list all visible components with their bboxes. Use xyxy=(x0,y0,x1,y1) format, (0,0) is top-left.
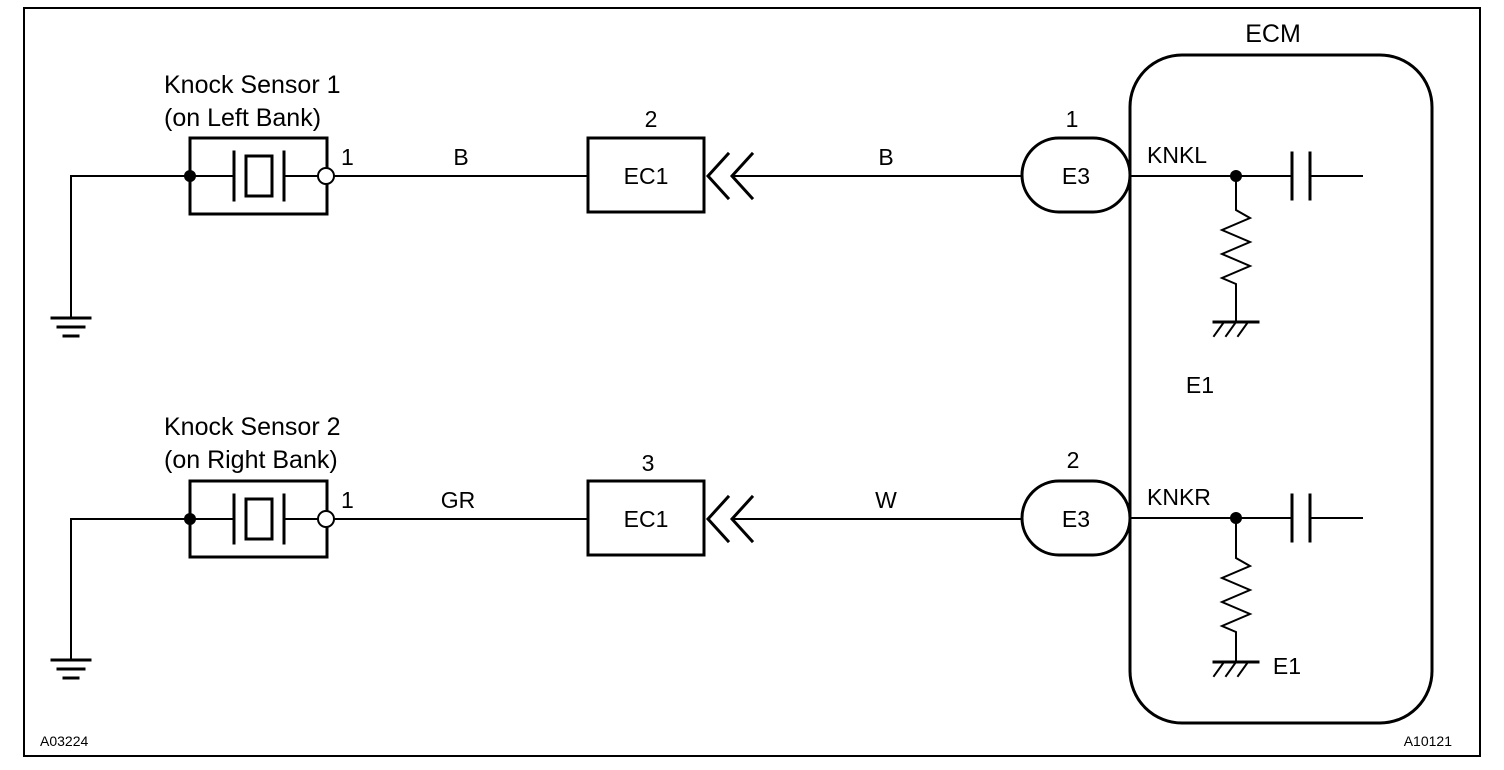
chassis-ground-icon xyxy=(50,316,92,338)
figure-code-left: A03224 xyxy=(40,733,88,749)
ground-junction-dot xyxy=(184,513,196,525)
sensor-location: (on Right Bank) xyxy=(164,446,338,474)
piezo-element-icon xyxy=(189,493,319,545)
ground-wire xyxy=(70,518,191,661)
ground-junction-dot xyxy=(184,170,196,182)
connector-label: EC1 xyxy=(624,506,669,532)
figure-code-right: A10121 xyxy=(1404,733,1452,749)
sensor-name: Knock Sensor 2 xyxy=(164,413,341,441)
ecm-connector-pin: 2 xyxy=(1067,447,1080,473)
diagram-frame xyxy=(23,7,1481,757)
ecm-ground-label-top: E1 xyxy=(1186,372,1214,398)
connector-ec1-box xyxy=(586,479,706,557)
ecm-connector-pin: 1 xyxy=(1066,106,1079,132)
sensor-pin: 1 xyxy=(341,144,354,170)
wire-color-sensor-side: B xyxy=(453,144,468,170)
capacitor-icon xyxy=(1290,151,1363,201)
connector-mating-chevron-icon xyxy=(705,494,755,544)
connector-ec1-box xyxy=(586,136,706,214)
ecm-terminal: KNKR xyxy=(1147,484,1211,510)
sensor-terminal-open-circle xyxy=(317,167,335,185)
resistor-icon xyxy=(1219,175,1253,323)
circuit-knock-sensor-2: Knock Sensor 2 (on Right Bank) 1 GR 3 EC… xyxy=(50,413,1363,680)
ground-wire xyxy=(70,175,191,319)
chassis-ground-icon xyxy=(50,658,92,680)
sensor-name: Knock Sensor 1 xyxy=(164,71,341,99)
ecm-block: ECM E1 E1 xyxy=(1128,20,1434,725)
wire-color-sensor-side: GR xyxy=(441,487,476,513)
ecm-ground-label-bottom: E1 xyxy=(1273,653,1301,679)
signal-ground-icon xyxy=(1212,320,1260,338)
sensor-location: (on Left Bank) xyxy=(164,104,321,132)
wire-color-ecm-side: W xyxy=(875,487,897,513)
ecm-outline xyxy=(1128,53,1434,725)
signal-ground-icon xyxy=(1212,660,1260,678)
ecm-title: ECM xyxy=(1245,20,1301,48)
connector-label: EC1 xyxy=(624,163,669,189)
capacitor-icon xyxy=(1290,493,1363,543)
ecm-connector-label: E3 xyxy=(1062,163,1090,189)
piezo-element-icon xyxy=(189,150,319,202)
sensor-terminal-open-circle xyxy=(317,510,335,528)
sensor-pin: 1 xyxy=(341,487,354,513)
connector-pin: 2 xyxy=(645,106,658,132)
resistor-icon xyxy=(1219,517,1253,663)
ecm-terminal: KNKL xyxy=(1147,142,1207,168)
circuit-knock-sensor-1: Knock Sensor 1 (on Left Bank) 1 B 2 EC1 xyxy=(50,71,1363,338)
ecm-connector-label: E3 xyxy=(1062,506,1090,532)
connector-pin: 3 xyxy=(642,450,655,476)
connector-mating-chevron-icon xyxy=(705,151,755,201)
wire-color-ecm-side: B xyxy=(878,144,893,170)
